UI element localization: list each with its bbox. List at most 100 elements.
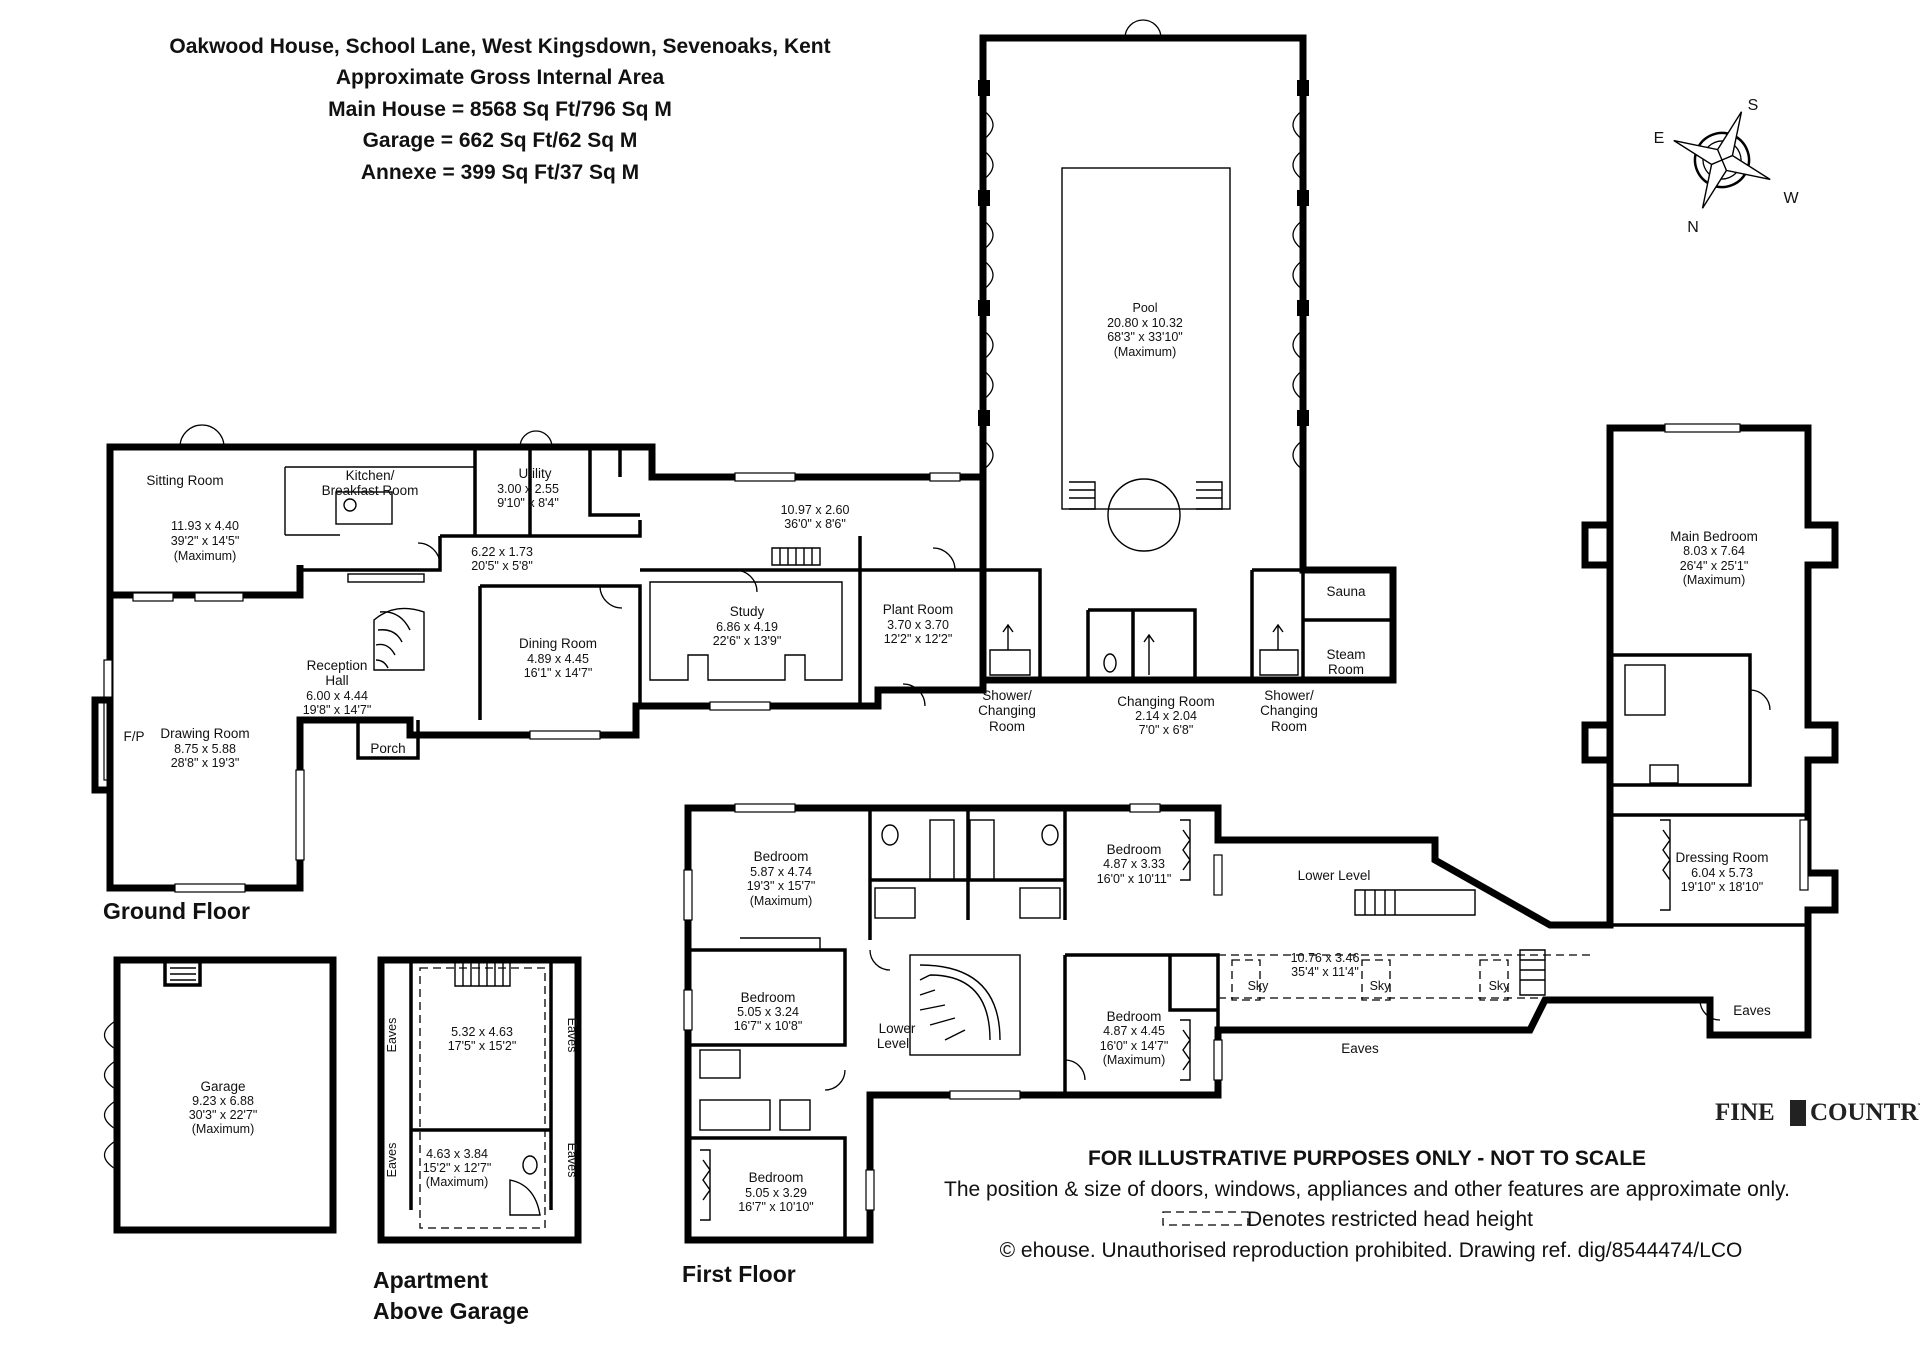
main-house-area: Main House = 8568 Sq Ft/796 Sq M <box>328 98 672 121</box>
pool-note: (Maximum) <box>1114 345 1177 359</box>
fireplace-label: F/P <box>123 729 144 744</box>
utility-imperial: 9'10" x 8'4" <box>497 496 559 510</box>
dining-metric: 4.89 x 4.45 <box>527 652 589 666</box>
hallway-metric: 6.22 x 1.73 <box>471 545 533 559</box>
disclaimer: FOR ILLUSTRATIVE PURPOSES ONLY - NOT TO … <box>944 1147 1790 1262</box>
bedroom3-metric: 5.05 x 3.24 <box>737 1005 799 1019</box>
pool-house: Pool 20.80 x 10.32 68'3" x 33'10" (Maxim… <box>978 19 1397 737</box>
dressing-room-name: Dressing Room <box>1675 850 1768 865</box>
corridor-imperial: 36'0" x 8'6" <box>784 517 846 531</box>
first-floor: Bedroom 5.87 x 4.74 19'3" x 15'7" (Maxim… <box>682 423 1839 1287</box>
dining-imperial: 16'1" x 14'7" <box>524 666 593 680</box>
corridor-metric: 10.97 x 2.60 <box>781 503 850 517</box>
disclaimer-line1: FOR ILLUSTRATIVE PURPOSES ONLY - NOT TO … <box>1088 1147 1646 1170</box>
utility-name: Utility <box>519 466 552 481</box>
compass-s: S <box>1748 97 1759 114</box>
sky-label-1: Sky <box>1248 979 1270 993</box>
drawing-imperial: 28'8" x 19'3" <box>171 756 240 770</box>
porch-name: Porch <box>370 741 405 756</box>
garage-metric: 9.23 x 6.88 <box>192 1094 254 1108</box>
bedroom4-name: Bedroom <box>1107 1009 1162 1024</box>
garage-imperial: 30'3" x 22'7" <box>189 1108 258 1122</box>
compass-e: E <box>1654 130 1665 147</box>
bedroom3-imperial: 16'7" x 10'8" <box>734 1019 803 1033</box>
changing-metric: 2.14 x 2.04 <box>1135 709 1197 723</box>
kitchen-name-1: Kitchen/ <box>346 468 395 483</box>
annexe-area: Annexe = 399 Sq Ft/37 Sq M <box>361 161 639 184</box>
shower-left-line2: Changing <box>978 703 1036 718</box>
eaves-label-2: Eaves <box>385 1143 399 1178</box>
dressing-room-imperial: 19'10" x 18'10" <box>1681 880 1763 894</box>
sky-label-3: Sky <box>1489 979 1511 993</box>
first-floor-label: First Floor <box>682 1261 796 1287</box>
apartment-lower-note: (Maximum) <box>426 1175 489 1189</box>
landing-metric: 10.76 x 3.46 <box>1291 951 1360 965</box>
fine-country-logo: FINE COUNTRY <box>1715 1099 1920 1126</box>
main-bedroom-metric: 8.03 x 7.64 <box>1683 544 1745 558</box>
changing-imperial: 7'0" x 6'8" <box>1139 723 1194 737</box>
bedroom1-imperial: 19'3" x 15'7" <box>747 879 816 893</box>
study-metric: 6.86 x 4.19 <box>716 620 778 634</box>
plant-name: Plant Room <box>883 602 954 617</box>
sitting-room-name: Sitting Room <box>146 473 223 488</box>
logo-tower-icon <box>1790 1100 1806 1126</box>
drawing-metric: 8.75 x 5.88 <box>174 742 236 756</box>
address-title: Oakwood House, School Lane, West Kingsdo… <box>169 35 830 58</box>
reception-metric: 6.00 x 4.44 <box>306 689 368 703</box>
bedroom1-name: Bedroom <box>754 849 809 864</box>
bedroom5-name: Bedroom <box>749 1170 804 1185</box>
changing-name: Changing Room <box>1117 694 1215 709</box>
header: Oakwood House, School Lane, West Kingsdo… <box>169 35 830 184</box>
area-title: Approximate Gross Internal Area <box>336 66 665 89</box>
plant-metric: 3.70 x 3.70 <box>887 618 949 632</box>
sitting-room-imperial: 39'2" x 14'5" <box>171 534 240 548</box>
plant-imperial: 12'2" x 12'2" <box>884 632 953 646</box>
apartment-main-imperial: 17'5" x 15'2" <box>448 1039 517 1053</box>
eaves-label-3: Eaves <box>565 1018 579 1053</box>
dining-name: Dining Room <box>519 636 597 651</box>
garage: Garage 9.23 x 6.88 30'3" x 22'7" (Maximu… <box>103 956 337 1234</box>
main-bedroom-note: (Maximum) <box>1683 573 1746 587</box>
sitting-room-metric: 11.93 x 4.40 <box>171 519 239 533</box>
bedroom4-imperial: 16'0" x 14'7" <box>1100 1039 1169 1053</box>
eaves-label-6: Eaves <box>1733 1003 1771 1018</box>
disclaimer-line2: The position & size of doors, windows, a… <box>944 1178 1790 1201</box>
sky-label-2: Sky <box>1370 979 1392 993</box>
study-imperial: 22'6" x 13'9" <box>713 634 782 648</box>
apartment-label-1: Apartment <box>373 1267 488 1293</box>
disclaimer-line4: © ehouse. Unauthorised reproduction proh… <box>1000 1239 1743 1262</box>
apartment: 5.32 x 4.63 17'5" x 15'2" 4.63 x 3.84 15… <box>373 956 582 1324</box>
reception-name-1: Reception <box>307 658 368 673</box>
apartment-lower-imperial: 15'2" x 12'7" <box>423 1161 492 1175</box>
reception-imperial: 19'8" x 14'7" <box>303 703 372 717</box>
compass-labels: S E W N <box>1654 97 1800 236</box>
main-bedroom-imperial: 26'4" x 25'1" <box>1680 559 1749 573</box>
garage-note: (Maximum) <box>192 1122 255 1136</box>
bedroom4-note: (Maximum) <box>1103 1053 1166 1067</box>
apartment-lower-metric: 4.63 x 3.84 <box>426 1147 488 1161</box>
bedroom5-metric: 5.05 x 3.29 <box>745 1186 807 1200</box>
compass-w: W <box>1783 190 1799 207</box>
kitchen-name-2: Breakfast Room <box>322 483 419 498</box>
lower-level-line1: Lower <box>879 1021 916 1036</box>
pool-name: Pool <box>1132 301 1157 315</box>
restricted-height-legend-icon <box>1162 1211 1249 1226</box>
steam-line1: Steam <box>1326 647 1365 662</box>
eaves-label-1: Eaves <box>385 1018 399 1053</box>
bedroom3-name: Bedroom <box>741 990 796 1005</box>
bedroom2-metric: 4.87 x 3.33 <box>1103 857 1165 871</box>
pool-imperial: 68'3" x 33'10" <box>1107 330 1183 344</box>
utility-metric: 3.00 x 2.55 <box>497 482 559 496</box>
compass-n: N <box>1687 219 1699 236</box>
shower-left-line3: Room <box>989 719 1025 734</box>
pool-metric: 20.80 x 10.32 <box>1107 316 1183 330</box>
bedroom4-metric: 4.87 x 4.45 <box>1103 1024 1165 1038</box>
landing-imperial: 35'4" x 11'4" <box>1291 965 1359 979</box>
disclaimer-line3: Denotes restricted head height <box>1247 1208 1533 1231</box>
garage-area: Garage = 662 Sq Ft/62 Sq M <box>363 129 638 152</box>
logo-part1: FINE <box>1715 1099 1775 1126</box>
garage-name: Garage <box>200 1079 245 1094</box>
eaves-label-4: Eaves <box>565 1143 579 1178</box>
eaves-label-5: Eaves <box>1341 1041 1379 1056</box>
